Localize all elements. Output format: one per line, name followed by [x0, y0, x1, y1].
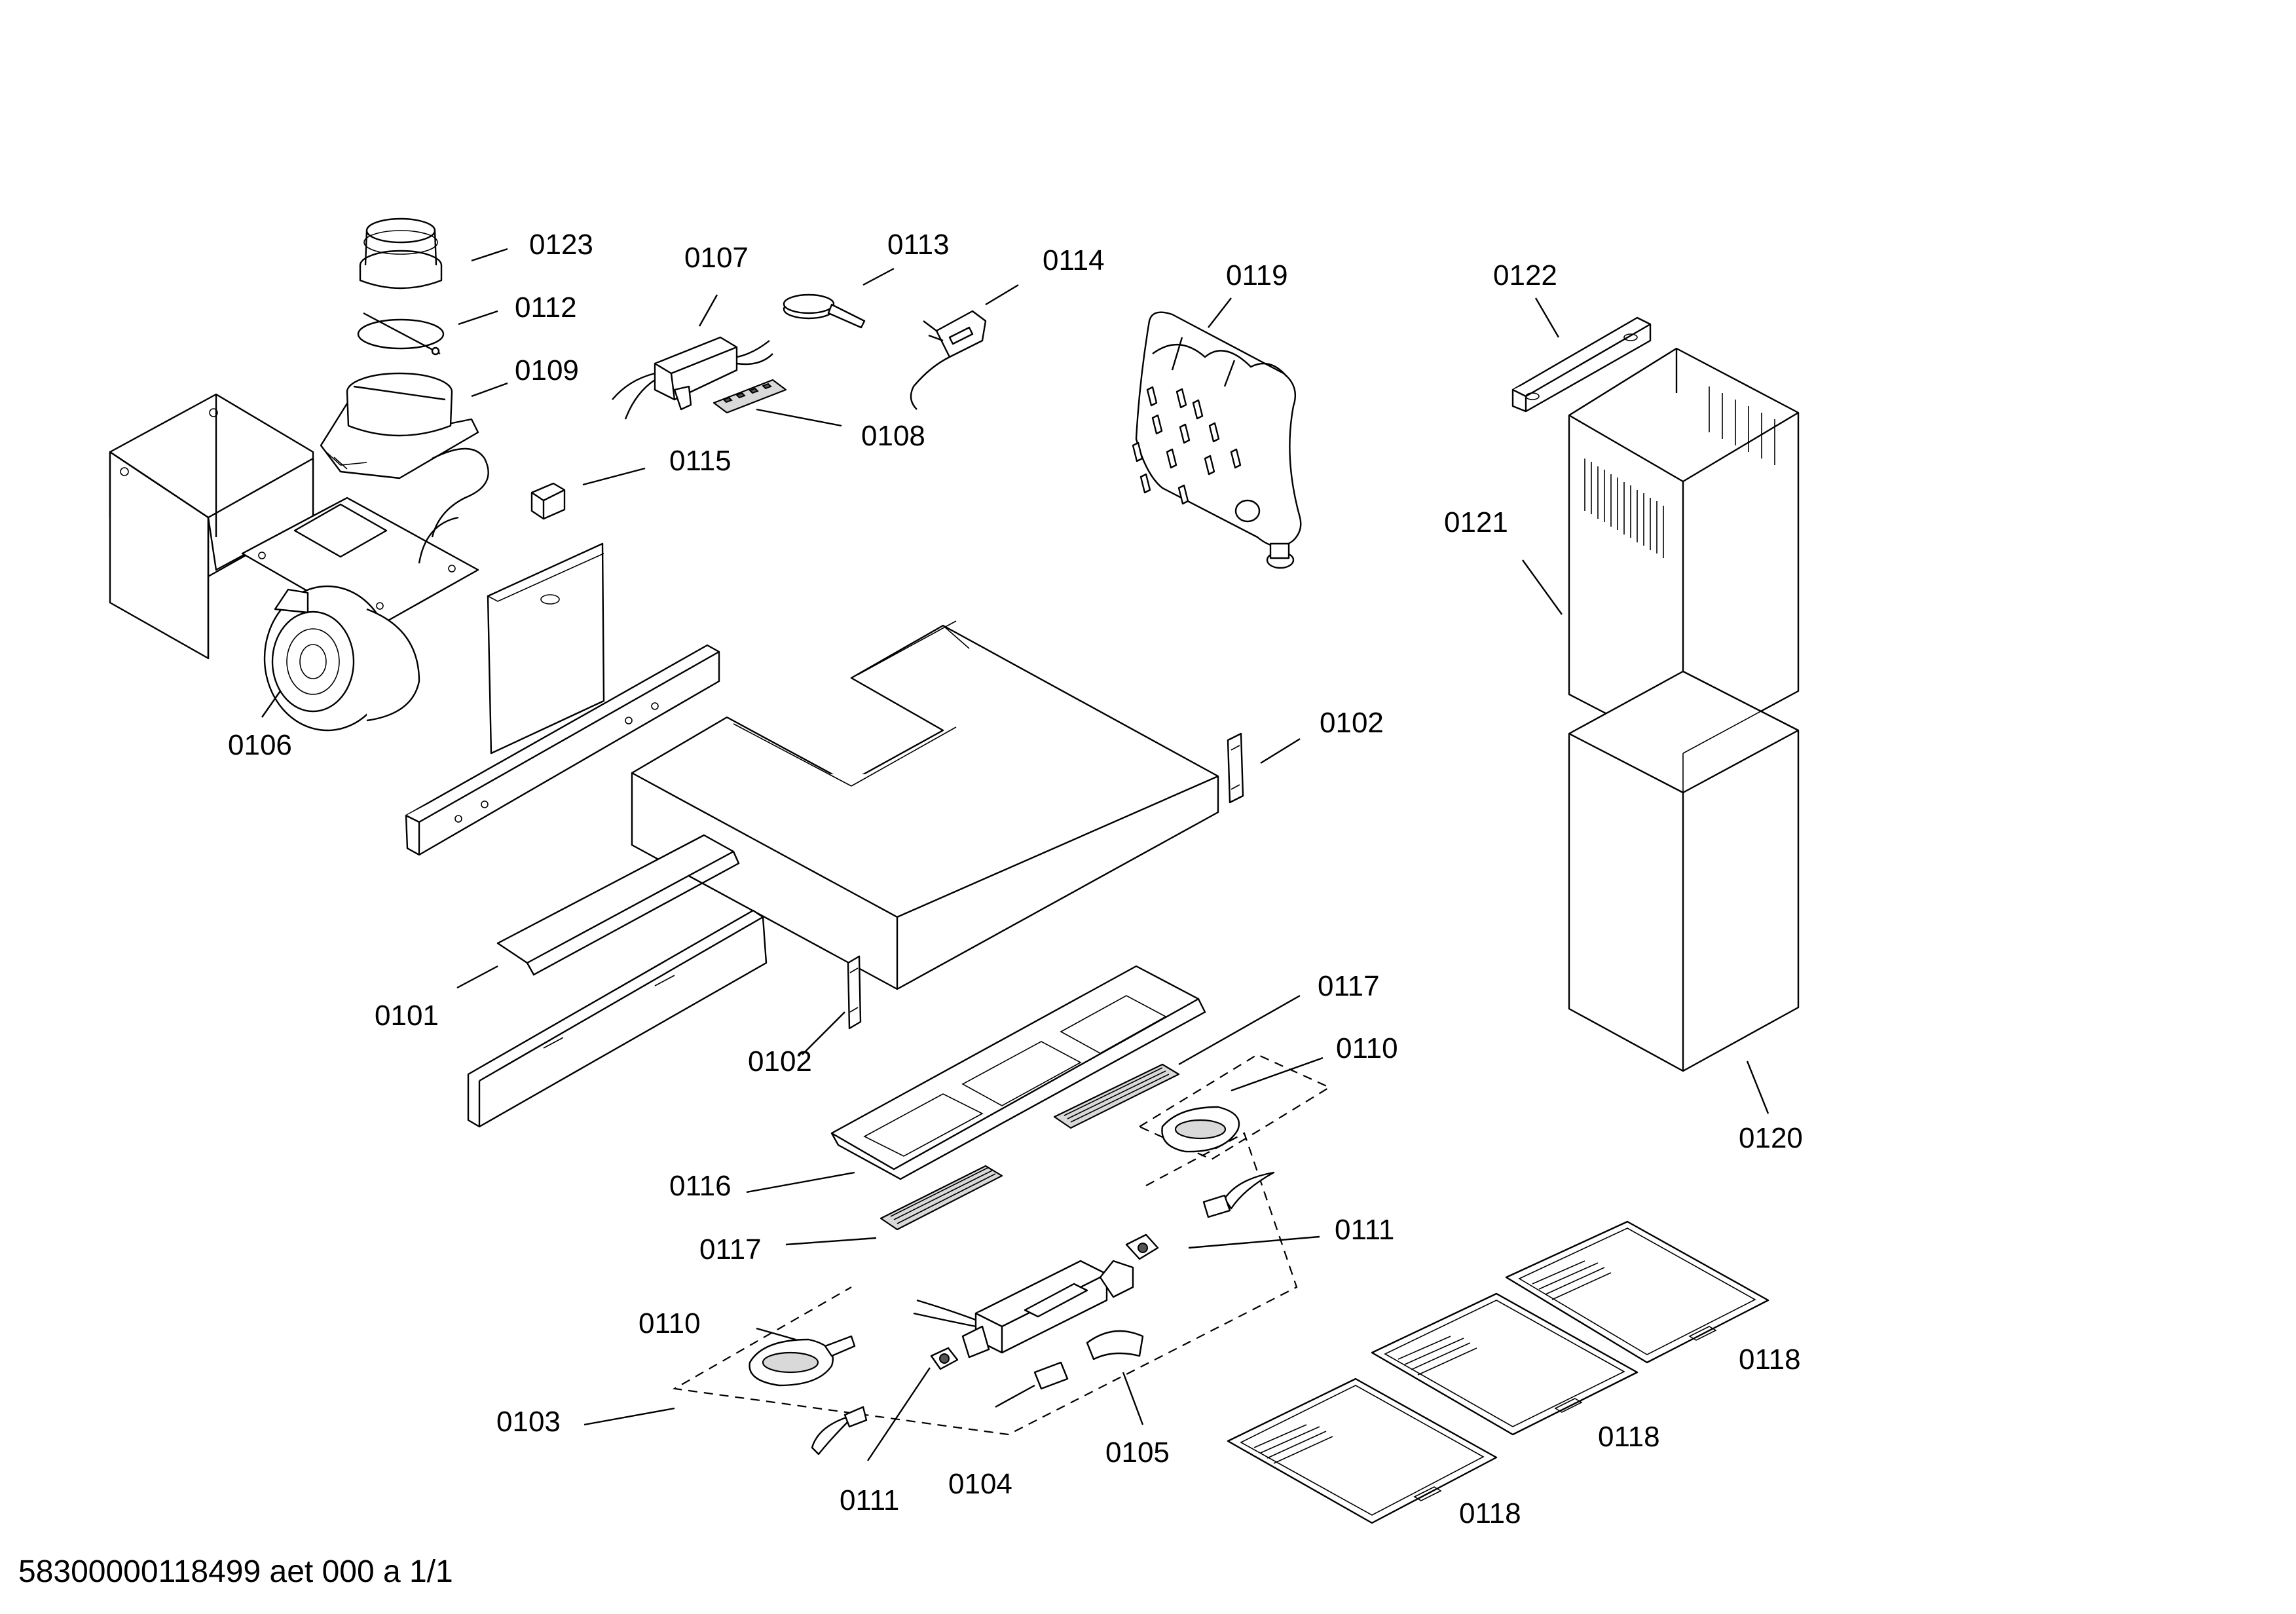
part-0111-socket-right	[1125, 1233, 1159, 1260]
part-hood-canopy	[631, 620, 1219, 990]
label-0117-bottom: 0117	[699, 1233, 762, 1266]
part-0102-bracket-right	[1227, 732, 1244, 804]
label-0101: 0101	[375, 1000, 439, 1032]
part-0118-filter-1	[1505, 1220, 1769, 1364]
label-0117-top: 0117	[1318, 970, 1380, 1002]
part-0101-grease-panel	[467, 834, 768, 1128]
label-0119: 0119	[1226, 259, 1288, 291]
label-0108: 0108	[861, 420, 925, 452]
label-0104: 0104	[948, 1468, 1012, 1500]
label-0102-right: 0102	[1320, 707, 1384, 739]
part-rear-panel	[487, 542, 605, 755]
part-0115-clip	[530, 482, 566, 520]
label-0122: 0122	[1493, 259, 1557, 291]
part-0111-socket-left	[930, 1347, 959, 1370]
label-0118-bottom: 0118	[1459, 1497, 1521, 1530]
part-0107-terminal-box	[612, 336, 773, 420]
part-0118-filter-2	[1371, 1292, 1639, 1436]
part-0122-chimney-bracket	[1511, 316, 1652, 413]
part-0105-connector	[1086, 1330, 1144, 1361]
label-0110-right: 0110	[1336, 1032, 1398, 1064]
label-0109: 0109	[515, 354, 579, 386]
screws	[1132, 386, 1242, 505]
part-0111-bulb-left	[811, 1406, 868, 1455]
part-0119-fixing-kit-bag	[1132, 311, 1302, 569]
label-0115: 0115	[669, 445, 731, 477]
label-0111-right: 0111	[1335, 1214, 1394, 1246]
part-0117-filter-frame	[830, 965, 1206, 1180]
part-0110-lamp-cover-right	[1161, 1106, 1240, 1153]
label-0110-left: 0110	[639, 1307, 701, 1340]
part-0123-duct-collar	[359, 217, 443, 290]
label-0123: 0123	[529, 229, 593, 261]
label-0118-top: 0118	[1739, 1343, 1801, 1376]
part-0109-blower-outlet	[320, 372, 489, 538]
leader-lines	[261, 248, 1769, 1461]
part-0108-connector-strip	[713, 379, 787, 414]
label-0103: 0103	[496, 1406, 561, 1438]
part-0112-backdraft-flap	[357, 312, 445, 356]
label-0121: 0121	[1444, 506, 1508, 538]
label-0118-middle: 0118	[1598, 1421, 1660, 1453]
vent-slots-side	[1709, 386, 1775, 465]
part-0106-fan-housing	[109, 393, 479, 732]
part-0117-grille-left	[880, 1165, 1003, 1231]
part-0114-mains-plug	[910, 310, 987, 410]
label-0107: 0107	[684, 242, 749, 274]
part-rail	[405, 644, 720, 856]
document-id: 58300000118499 aet 000 a 1/1	[18, 1554, 453, 1589]
part-0110-lamp-cover-left	[749, 1335, 856, 1387]
label-0114: 0114	[1043, 244, 1105, 276]
label-0112: 0112	[515, 291, 577, 324]
part-0104-switch-assembly	[913, 1260, 1134, 1390]
label-0106: 0106	[228, 729, 292, 761]
part-number-labels: 0123 0112 0109 0107 0113 0114 0119 0122 …	[228, 229, 1803, 1530]
vent-slots-front	[1584, 459, 1664, 558]
label-0120: 0120	[1739, 1122, 1803, 1154]
label-0113: 0113	[887, 229, 950, 261]
part-0111-bulb-right	[1202, 1171, 1275, 1218]
part-0121-upper-chimney	[1568, 347, 1800, 755]
part-0117-grille-right	[1053, 1063, 1180, 1129]
label-0111-left: 0111	[840, 1484, 899, 1516]
part-0113-cable-clamp	[783, 293, 866, 329]
label-0105: 0105	[1105, 1436, 1170, 1469]
part-0102-bracket-left	[847, 955, 862, 1030]
part-0120-lower-chimney	[1568, 670, 1800, 1072]
part-0118-filter-3	[1227, 1378, 1498, 1524]
label-0116: 0116	[669, 1170, 731, 1202]
label-0102-left: 0102	[748, 1045, 812, 1078]
